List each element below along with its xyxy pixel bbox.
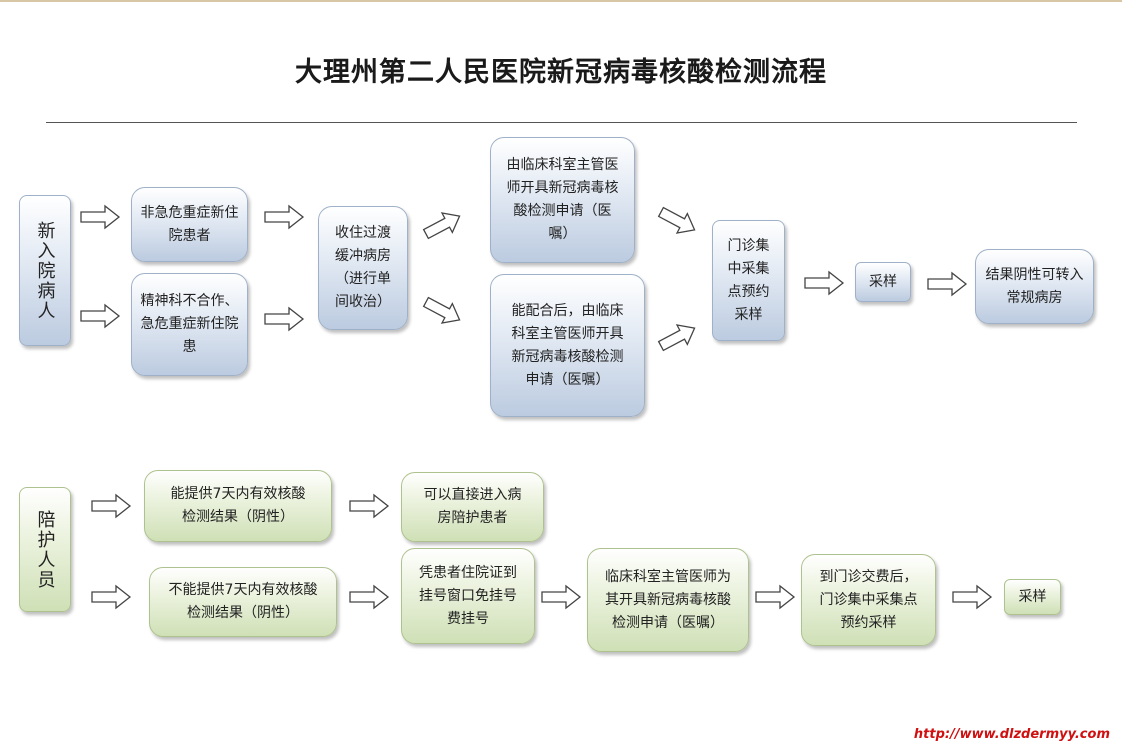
arrow-right-icon xyxy=(755,585,795,609)
pay-collect-box: 到门诊交费后，门诊集中采集点预约采样 xyxy=(801,554,936,646)
doctor-order-box: 临床科室主管医师为其开具新冠病毒核酸检测申请（医嘱） xyxy=(587,548,749,652)
arrow-down-right-icon xyxy=(655,201,701,241)
arrow-down-right-icon xyxy=(420,291,466,331)
arrow-right-icon xyxy=(91,585,131,609)
arrow-up-right-icon xyxy=(420,205,466,245)
transition-ward-box: 收住过渡缓冲病房（进行单间收治） xyxy=(318,206,408,330)
cooperate-order-box: 能配合后，由临床科室主管医师开具新冠病毒核酸检测申请（医嘱） xyxy=(490,274,645,417)
sampling-box-bottom: 采样 xyxy=(1004,579,1061,615)
arrow-right-icon xyxy=(349,585,389,609)
page-title: 大理州第二人民医院新冠病毒核酸检测流程 xyxy=(295,57,827,88)
arrow-right-icon xyxy=(264,307,304,331)
arrow-up-right-icon xyxy=(655,317,701,357)
psych-urgent-patient-box: 精神科不合作、急危重症新住院患 xyxy=(131,273,248,376)
arrow-right-icon xyxy=(952,585,992,609)
has-result-box: 能提供7天内有效核酸检测结果（阴性） xyxy=(144,470,332,542)
top-border xyxy=(0,0,1122,2)
result-negative-box: 结果阴性可转入常规病房 xyxy=(975,249,1094,324)
footer-url[interactable]: http://www.dlzdermyy.com xyxy=(913,727,1110,742)
arrow-right-icon xyxy=(80,205,120,229)
escort-box: 陪护人员 xyxy=(19,487,71,612)
new-patient-box: 新入院病人 xyxy=(19,195,71,346)
outpatient-collection-box: 门诊集中采集点预约采样 xyxy=(712,220,785,341)
arrow-right-icon xyxy=(80,304,120,328)
arrow-right-icon xyxy=(927,272,967,296)
registration-box: 凭患者住院证到挂号窗口免挂号费挂号 xyxy=(401,548,535,644)
arrow-right-icon xyxy=(91,494,131,518)
no-result-box: 不能提供7天内有效核酸检测结果（阴性） xyxy=(149,567,337,637)
clinic-order-box: 由临床科室主管医师开具新冠病毒核酸检测申请（医嘱） xyxy=(490,137,635,263)
arrow-right-icon xyxy=(541,585,581,609)
arrow-right-icon xyxy=(264,205,304,229)
title-divider xyxy=(46,122,1077,123)
arrow-right-icon xyxy=(804,271,844,295)
arrow-right-icon xyxy=(349,494,389,518)
enter-ward-box: 可以直接进入病房陪护患者 xyxy=(401,472,544,542)
non-urgent-patient-box: 非急危重症新住院患者 xyxy=(131,187,248,262)
sampling-box-top: 采样 xyxy=(855,262,911,302)
